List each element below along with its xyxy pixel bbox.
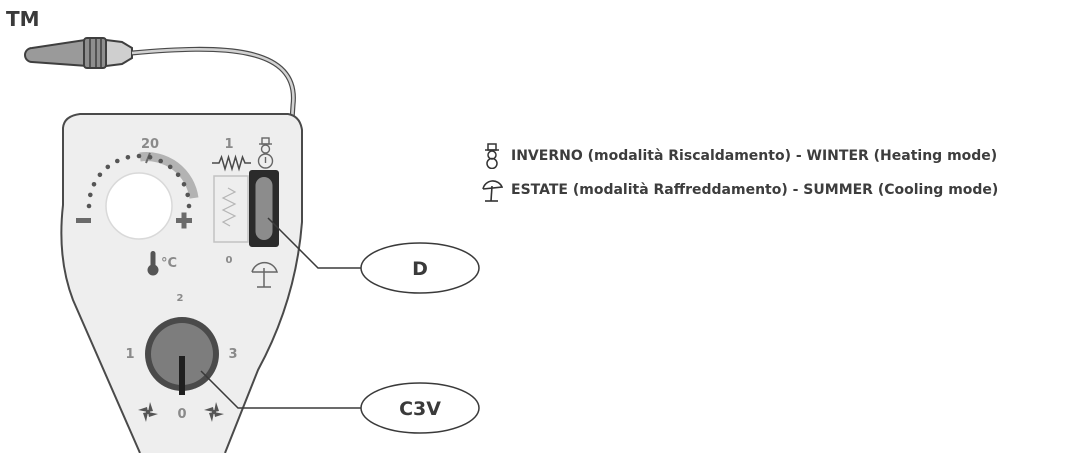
minus-sign xyxy=(76,218,91,223)
dial-scale-dot xyxy=(158,158,163,164)
legend-winter: INVERNO (modalità Riscaldamento) - WINTE… xyxy=(481,143,997,169)
legend-winter-text: INVERNO (modalità Riscaldamento) - WINTE… xyxy=(511,148,998,164)
snowman-icon xyxy=(485,143,499,169)
temperature-probe xyxy=(24,37,296,121)
fan-speed-3-label: 3 xyxy=(228,347,237,362)
dial-scale-dot xyxy=(88,192,93,198)
umbrella-icon xyxy=(251,261,278,288)
dial-scale-dot xyxy=(91,182,97,187)
dial-scale-dot xyxy=(97,172,103,178)
dial-scale-dots xyxy=(86,153,192,209)
probe-label: TM xyxy=(6,7,40,31)
dial-scale-dot xyxy=(147,155,153,160)
fan-speed-1-label: 1 xyxy=(125,347,134,362)
fan-high-icon xyxy=(204,402,224,422)
dial-knob[interactable] xyxy=(105,172,173,240)
heater-coil-icon xyxy=(221,187,237,227)
heating-resistor-icon xyxy=(212,154,251,172)
heater-panel xyxy=(213,175,249,243)
legend-summer: ESTATE (modalità Raffreddamento) - SUMME… xyxy=(481,177,998,203)
dial-scale-dot xyxy=(105,164,111,170)
knob-leader-line xyxy=(200,370,362,409)
dial-scale-dot xyxy=(115,158,120,164)
switch-callout-label: D xyxy=(412,258,428,280)
knob-callout xyxy=(360,382,480,434)
knob-callout-label: C3V xyxy=(399,398,441,420)
fan-speed-0-label: 0 xyxy=(177,407,186,422)
controller-body xyxy=(60,113,303,453)
mode-switch-slider[interactable] xyxy=(255,177,273,240)
dial-scale-dot xyxy=(86,203,92,209)
dial-scale-dot xyxy=(185,192,190,198)
fan-speed-2-label: 2 xyxy=(177,293,184,304)
dial-scale-dot xyxy=(181,182,187,187)
switch-position-1-label: 1 xyxy=(224,137,233,152)
switch-position-0-label: 0 xyxy=(226,255,233,266)
thermometer-icon xyxy=(147,251,159,276)
switch-callout xyxy=(360,242,480,294)
temp-unit-label: °C xyxy=(161,256,177,271)
fan-speed-knob[interactable] xyxy=(145,317,219,395)
thermostat-dial[interactable] xyxy=(86,152,199,240)
umbrella-icon xyxy=(482,180,503,202)
plus-sign xyxy=(176,212,192,229)
legend-summer-text: ESTATE (modalità Raffreddamento) - SUMME… xyxy=(511,182,999,198)
dial-scale-dot xyxy=(136,153,142,159)
dial-scale-dot xyxy=(167,164,173,170)
fan-low-icon xyxy=(138,402,158,422)
dial-scale-dot xyxy=(186,203,192,209)
snowman-icon xyxy=(257,137,274,169)
dial-scale-dot xyxy=(175,172,181,178)
switch-leader-line xyxy=(267,217,362,269)
dial-scale-dot xyxy=(125,155,131,160)
dial-value-label: 20 xyxy=(141,137,159,152)
